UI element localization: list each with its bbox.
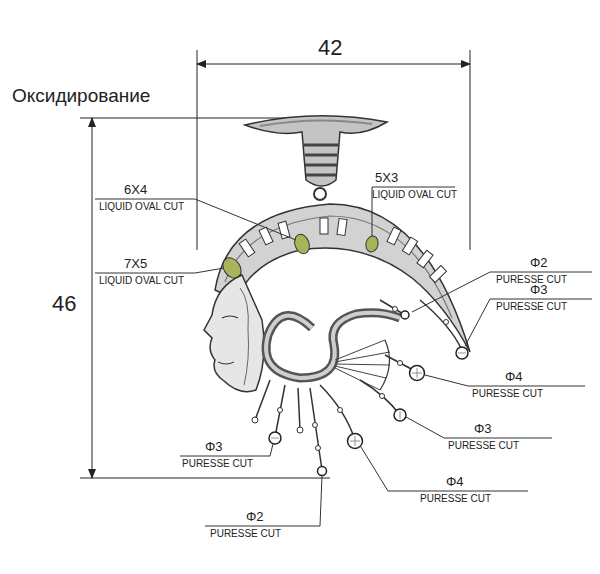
stone-cut: PURESSE CUT	[496, 302, 567, 312]
stone-cut: PURESSE CUT	[420, 494, 491, 504]
dimension-value: 46	[52, 293, 76, 315]
finish-note: Оксидирование	[12, 86, 150, 105]
stone-size: 7X5	[124, 257, 147, 270]
stone-cut: LIQUID OVAL CUT	[99, 276, 184, 286]
stone-size: Φ3	[205, 440, 223, 453]
stone-size: Φ3	[530, 283, 548, 296]
stone-cut: PURESSE CUT	[182, 459, 253, 469]
stone-size: Φ2	[246, 510, 264, 523]
dimension-value: 42	[318, 37, 342, 59]
stone-size: Φ3	[474, 422, 492, 435]
stone-size: Φ4	[505, 370, 523, 383]
stone-size: 5X3	[375, 171, 398, 184]
stone-cut: PURESSE CUT	[472, 389, 543, 399]
stone-cut: LIQUID OVAL CUT	[99, 202, 184, 212]
stone-size: Φ4	[446, 475, 464, 488]
stone-cut: PURESSE CUT	[448, 441, 519, 451]
stone-cut: LIQUID OVAL CUT	[372, 190, 457, 200]
stone-size: 6X4	[124, 183, 147, 196]
stone-cut: PURESSE CUT	[210, 529, 281, 539]
stone-size: Φ2	[530, 256, 548, 269]
